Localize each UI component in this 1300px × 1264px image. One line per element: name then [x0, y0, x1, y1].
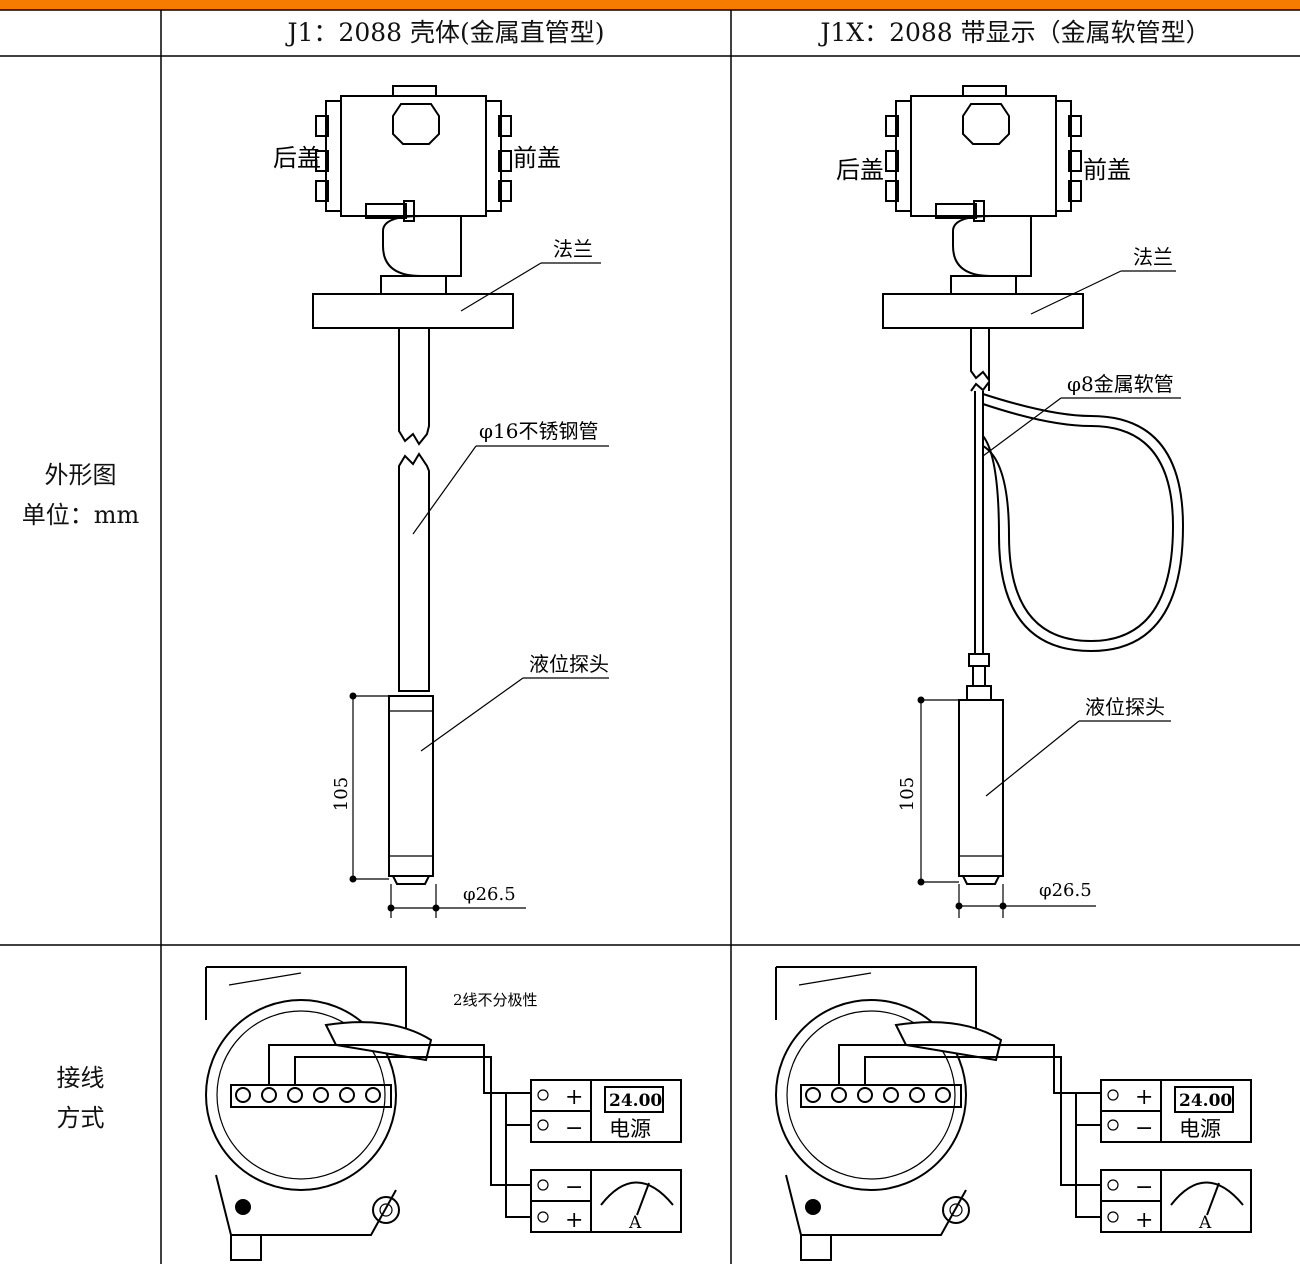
- power-display: 24.00: [609, 1091, 662, 1111]
- power-minus: −: [565, 1116, 583, 1141]
- polarity-note: 2线不分极性: [453, 991, 538, 1009]
- junction-box: [205, 966, 433, 1261]
- front-cover-label-right: 前盖: [1083, 156, 1131, 184]
- flange-right: [882, 293, 1084, 329]
- transmitter-housing: [315, 85, 512, 295]
- wiring-label-2: 方式: [56, 1104, 105, 1132]
- length-dimension-right: [917, 696, 959, 886]
- outline-label: 外形图: [44, 461, 117, 489]
- power-supply-right: [1100, 1079, 1252, 1143]
- wires: [268, 1044, 531, 1218]
- length-text-right: 105: [897, 777, 918, 811]
- outline-drawing-straight: 105 φ26.5 后盖 前盖 法兰 φ16不锈钢管 液位探头: [273, 85, 609, 918]
- diameter-dimension: [387, 884, 526, 918]
- unit-label: 单位：mm: [21, 501, 140, 529]
- wiring-diagram-right: + − 24.00 电源 − + A: [775, 966, 1252, 1261]
- wiring-label-1: 接线: [56, 1064, 105, 1092]
- ammeter-plus: +: [565, 1208, 583, 1233]
- orange-title-bar: [0, 0, 1300, 10]
- ammeter-plus-right: +: [1135, 1208, 1153, 1233]
- power-label: 电源: [609, 1117, 651, 1141]
- ammeter-label-right: A: [1198, 1213, 1212, 1233]
- flange-label-right: 法兰: [1133, 245, 1173, 269]
- power-supply: [530, 1079, 682, 1143]
- power-minus-right: −: [1135, 1116, 1153, 1141]
- power-plus-right: +: [1135, 1085, 1153, 1110]
- level-probe: [388, 695, 434, 885]
- ammeter: [530, 1169, 682, 1233]
- junction-box-right: [775, 966, 1003, 1261]
- wires-right: [838, 1044, 1101, 1218]
- terminal-strip: [230, 1065, 392, 1108]
- ammeter-minus-right: −: [1135, 1175, 1153, 1200]
- ammeter-label: A: [628, 1213, 642, 1233]
- diameter-text: φ26.5: [463, 884, 516, 905]
- flange: [312, 293, 514, 329]
- front-cover-label: 前盖: [513, 144, 561, 172]
- diameter-dimension-right: [955, 884, 1096, 918]
- power-label-right: 电源: [1179, 1117, 1221, 1141]
- probe-label-right: 液位探头: [1085, 695, 1165, 719]
- pipe-label: φ16不锈钢管: [479, 419, 598, 443]
- flange-label: 法兰: [553, 237, 593, 261]
- rear-cover-label: 后盖: [273, 144, 321, 172]
- rear-cover-label-right: 后盖: [836, 156, 884, 184]
- probe-label: 液位探头: [529, 652, 609, 676]
- outline-drawing-hose: 105 φ26.5 后盖 前盖 法兰 φ8金属软管 液位探头: [836, 85, 1185, 918]
- power-plus: +: [565, 1085, 583, 1110]
- level-probe-right: [958, 699, 1004, 885]
- ammeter-minus: −: [565, 1175, 583, 1200]
- wiring-diagram-left: 2线不分极性 + − 24.00 电源 − + A: [205, 966, 682, 1261]
- length-text: 105: [331, 777, 352, 811]
- hose-label: φ8金属软管: [1067, 372, 1174, 396]
- header-j1: J1：2088 壳体(金属直管型): [287, 18, 605, 47]
- terminal-strip-right: [800, 1065, 962, 1108]
- transmitter-housing-display: [885, 85, 1082, 295]
- metal-hose: [966, 328, 1185, 701]
- length-dimension: [349, 692, 389, 883]
- steel-pipe: [398, 328, 430, 692]
- power-display-right: 24.00: [1179, 1091, 1232, 1111]
- header-j1x: J1X：2088 带显示（金属软管型）: [820, 18, 1211, 47]
- diameter-text-right: φ26.5: [1039, 880, 1092, 901]
- ammeter-right: [1100, 1169, 1252, 1233]
